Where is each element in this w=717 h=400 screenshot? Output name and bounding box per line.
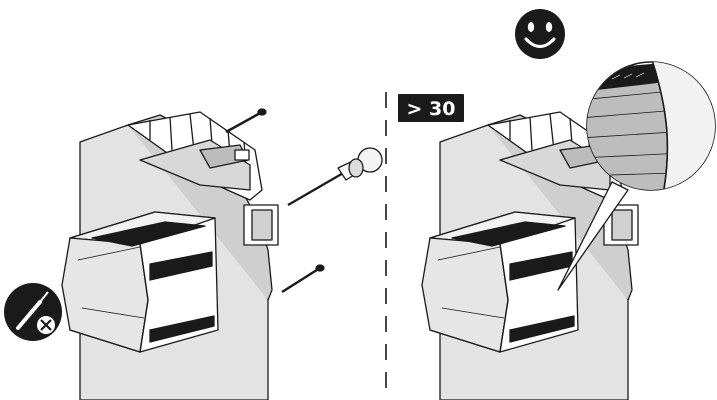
screwdriver	[287, 147, 383, 206]
smiley-face-icon	[515, 9, 565, 59]
duration-badge: > 30	[398, 94, 464, 122]
badge-label: > 30	[407, 98, 456, 120]
tube-right	[421, 211, 579, 353]
badge-bg	[398, 94, 464, 122]
bracket-left	[127, 111, 279, 246]
no-screwdriver-icon	[4, 283, 62, 341]
tube-left	[61, 211, 219, 353]
left-assembly	[61, 108, 383, 400]
zoom-detail	[586, 61, 716, 191]
screw-bottom-left	[281, 264, 325, 294]
zoom-callout-pointer	[557, 181, 629, 291]
screw-top-left	[225, 108, 267, 134]
